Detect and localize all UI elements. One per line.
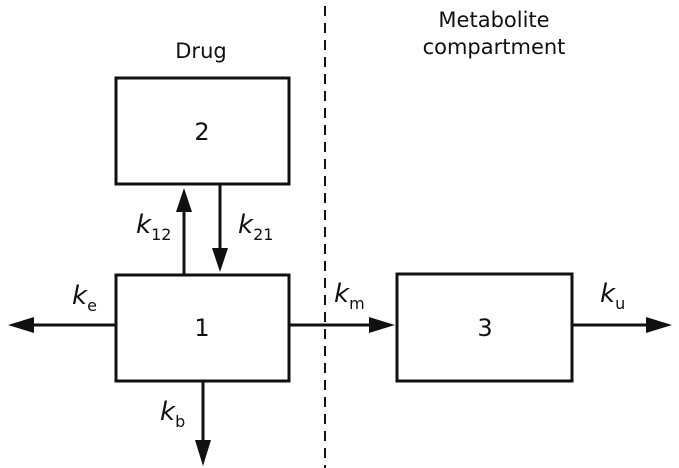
- compartment-3-box: [395, 272, 574, 383]
- km-arrow: [289, 317, 395, 333]
- compartment-2-label: 2: [194, 118, 209, 146]
- ke-arrow: [8, 317, 116, 333]
- compartment-2-box: [114, 76, 291, 186]
- drug-heading: Drug: [175, 39, 226, 63]
- k12-label: k12: [136, 210, 171, 244]
- k21-arrow: [212, 184, 228, 272]
- ke-label: ke: [72, 281, 97, 315]
- compartment-3-label: 3: [477, 314, 492, 342]
- ku-label: ku: [600, 279, 625, 313]
- compartment-1-box: [114, 273, 291, 383]
- metabolite-heading-line2: compartment: [423, 35, 566, 59]
- compartment-1-label: 1: [194, 314, 209, 342]
- metabolite-heading-line1: Metabolite: [438, 8, 549, 32]
- ku-arrow: [572, 317, 672, 333]
- k21-label: k21: [238, 210, 273, 244]
- km-label: km: [334, 279, 365, 313]
- kb-arrow: [195, 381, 211, 466]
- kb-label: kb: [160, 397, 185, 431]
- k12-arrow: [176, 188, 192, 275]
